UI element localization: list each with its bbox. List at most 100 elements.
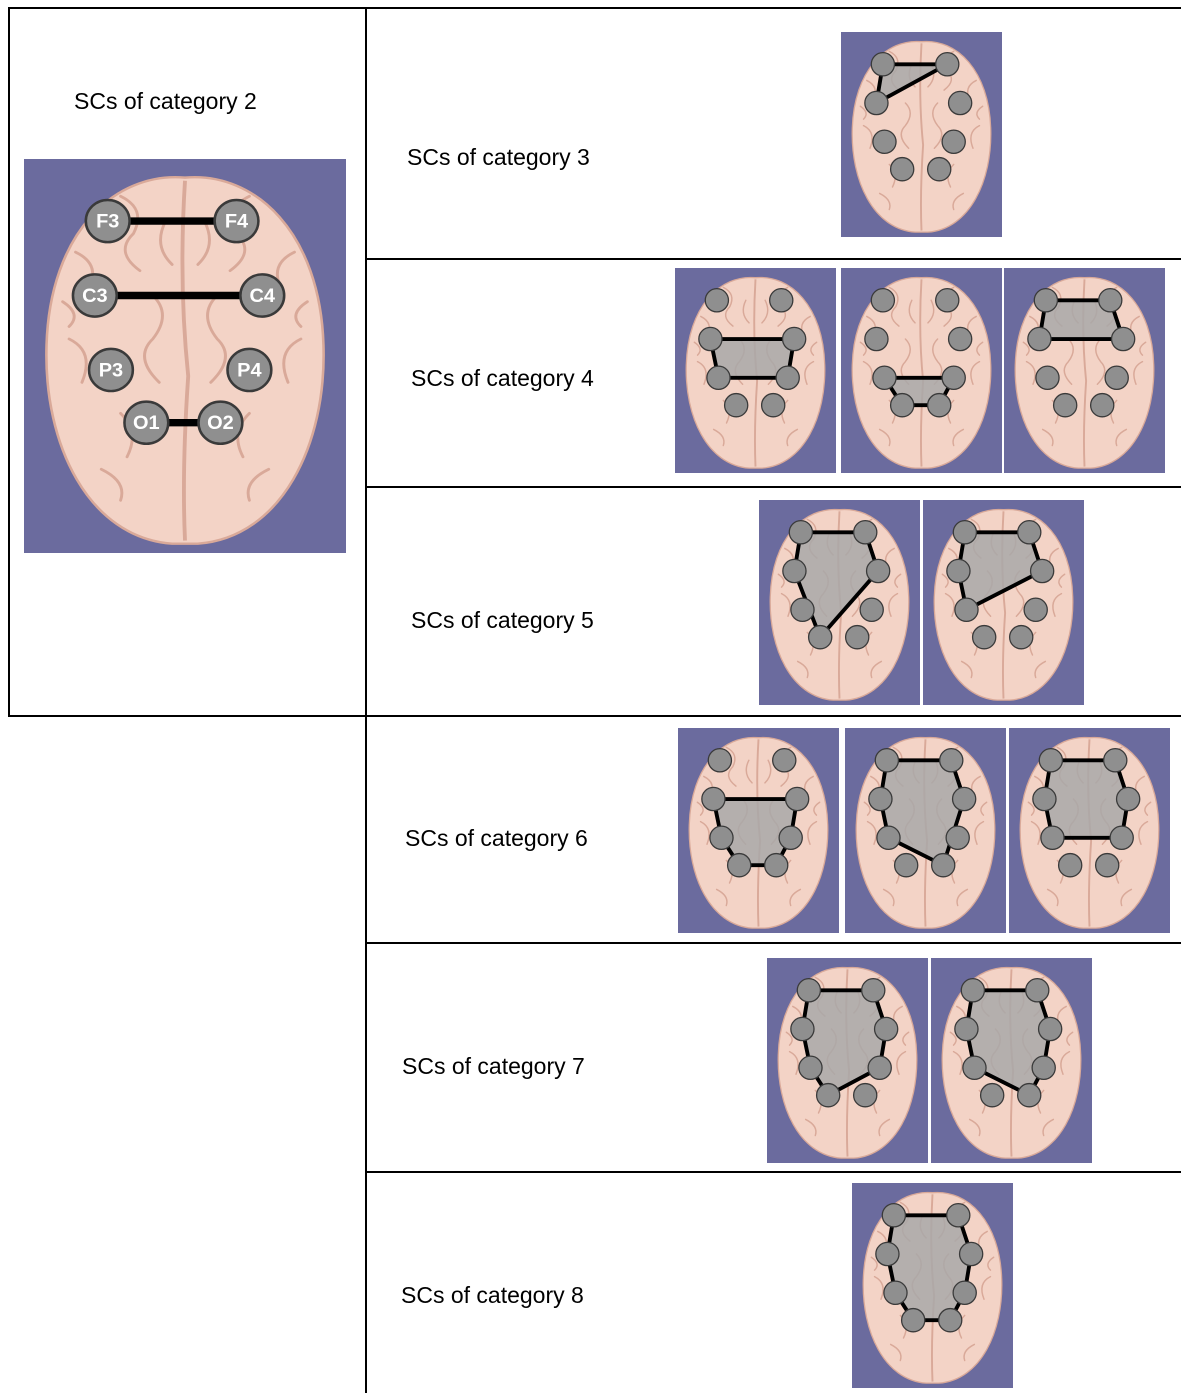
electrode-F4 [936, 53, 959, 76]
row-divider-4-5 [366, 486, 1181, 488]
category-3-label: SCs of category 3 [407, 144, 590, 171]
brain-diagram-category-6-a [678, 728, 839, 933]
electrode-C3 [702, 787, 725, 810]
electrode-F3 [871, 289, 894, 312]
electrode-P4 [868, 1056, 891, 1079]
electrode-C4 [867, 559, 890, 582]
electrode-O1 [902, 1309, 925, 1332]
electrode-P3 [963, 1056, 986, 1079]
electrode-C3 [865, 327, 888, 350]
electrode-P4 [942, 130, 965, 153]
electrode-F3 [882, 1204, 905, 1227]
electrode-O1 [809, 626, 832, 649]
electrode-P4 [942, 366, 965, 389]
electrode-P3 [955, 598, 978, 621]
brain-diagram-category-5-b [923, 500, 1084, 705]
brain-diagram-category-5-a [759, 500, 920, 705]
electrode-O2 [1091, 394, 1114, 417]
electrode-C3 [1033, 787, 1056, 810]
electrode-F3 [789, 521, 812, 544]
electrode-label-F3: F3 [96, 211, 119, 233]
brain-diagram-category-8 [852, 1183, 1013, 1388]
electrode-F3 [1039, 749, 1062, 772]
electrode-P4 [1110, 826, 1133, 849]
electrode-P3 [877, 826, 900, 849]
electrode-O1 [981, 1084, 1004, 1107]
electrode-P3 [873, 130, 896, 153]
electrode-O1 [891, 394, 914, 417]
table-column-divider [365, 7, 367, 1393]
row-divider-6-7 [366, 942, 1181, 944]
electrode-F4 [1026, 979, 1049, 1002]
electrode-O1 [973, 626, 996, 649]
electrode-P4 [860, 598, 883, 621]
table-border-top [8, 7, 1181, 9]
electrode-P3 [799, 1056, 822, 1079]
electrode-F4 [1104, 749, 1127, 772]
electrode-P3 [1041, 826, 1064, 849]
electrode-O1 [817, 1084, 840, 1107]
brain-diagram-category-7-a [767, 958, 928, 1163]
electrode-O2 [939, 1309, 962, 1332]
electrode-F3 [797, 979, 820, 1002]
electrode-C4 [1112, 327, 1135, 350]
electrode-F4 [947, 1204, 970, 1227]
electrode-C3 [1028, 327, 1051, 350]
electrode-O1 [891, 158, 914, 181]
brain-diagram-category-4-c [1004, 268, 1165, 473]
electrode-O2 [928, 394, 951, 417]
electrode-F3 [961, 979, 984, 1002]
electrode-P4 [946, 826, 969, 849]
electrode-F4 [936, 289, 959, 312]
electrode-P3 [710, 826, 733, 849]
electrode-C4 [949, 327, 972, 350]
electrode-O1 [725, 394, 748, 417]
electrode-F3 [1034, 289, 1057, 312]
row-divider-5-6 [8, 715, 1181, 717]
electrode-F3 [871, 53, 894, 76]
electrode-label-F4: F4 [225, 211, 248, 233]
electrode-C3 [876, 1242, 899, 1265]
electrode-O2 [1018, 1084, 1041, 1107]
row-divider-3-4 [366, 258, 1181, 260]
electrode-O2 [846, 626, 869, 649]
electrode-F3 [705, 289, 728, 312]
electrode-C3 [947, 559, 970, 582]
category-6-label: SCs of category 6 [405, 825, 588, 852]
electrode-O2 [932, 854, 955, 877]
electrode-P4 [1024, 598, 1047, 621]
electrode-C3 [783, 559, 806, 582]
electrode-F3 [708, 749, 731, 772]
electrode-C3 [791, 1017, 814, 1040]
electrode-label-C3: C3 [82, 285, 108, 307]
electrode-P4 [1032, 1056, 1055, 1079]
electrode-O1 [895, 854, 918, 877]
electrode-C4 [953, 787, 976, 810]
electrode-O2 [854, 1084, 877, 1107]
electrode-F4 [1018, 521, 1041, 544]
category-2-label: SCs of category 2 [74, 88, 257, 115]
electrode-O2 [765, 854, 788, 877]
electrode-P3 [873, 366, 896, 389]
electrode-C4 [875, 1017, 898, 1040]
electrode-O2 [762, 394, 785, 417]
electrode-C4 [1039, 1017, 1062, 1040]
brain-diagram-category-4-a [675, 268, 836, 473]
electrode-C3 [865, 91, 888, 114]
electrode-P4 [1105, 366, 1128, 389]
electrode-P3 [1036, 366, 1059, 389]
electrode-label-P4: P4 [237, 360, 262, 382]
electrode-C4 [783, 327, 806, 350]
electrode-C4 [949, 91, 972, 114]
electrode-O2 [1010, 626, 1033, 649]
electrode-C3 [699, 327, 722, 350]
category-8-label: SCs of category 8 [401, 1282, 584, 1309]
electrode-O2 [928, 158, 951, 181]
electrode-P3 [884, 1281, 907, 1304]
category-7-label: SCs of category 7 [402, 1053, 585, 1080]
electrode-C3 [869, 787, 892, 810]
electrode-P4 [779, 826, 802, 849]
electrode-P3 [791, 598, 814, 621]
electrode-F4 [1099, 289, 1122, 312]
electrode-O1 [1054, 394, 1077, 417]
